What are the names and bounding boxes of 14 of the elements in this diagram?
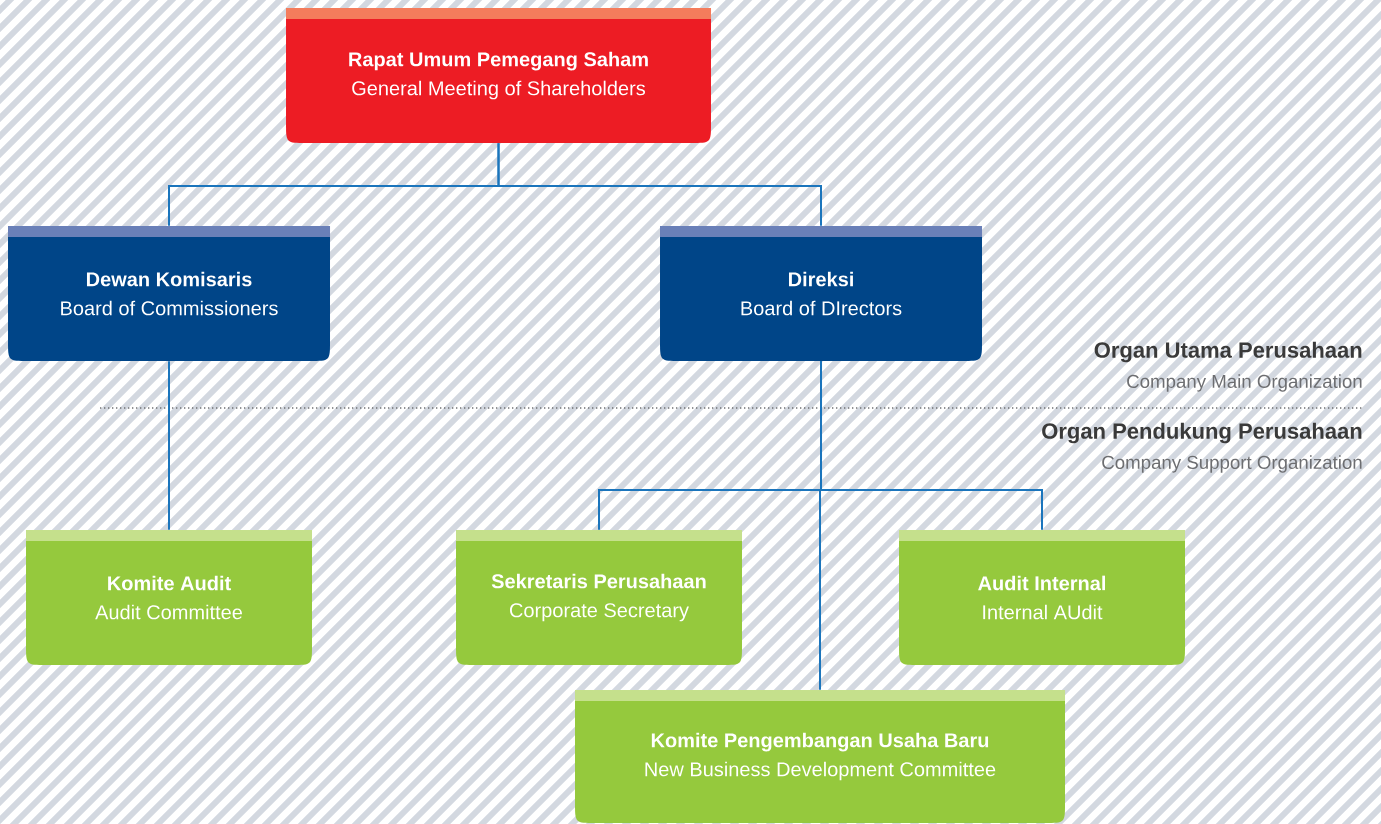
connector-line — [819, 360, 822, 691]
connector-line — [497, 142, 822, 227]
section-heading: Organ Pendukung Perusahaan — [1042, 422, 1362, 444]
org-box: Direksi Board of DIrectors — [660, 226, 982, 361]
section-subtitle: Company Main Organization — [1127, 374, 1362, 392]
org-box: Komite Pengembangan Usaha Baru New Business Development Committee — [575, 690, 1065, 823]
org-box: Rapat Umum Pemegang Saham General Meeting of Shareholders — [286, 8, 711, 143]
section-subtitle: Company Support Organization — [1102, 455, 1362, 473]
org-box: Sekretaris Perusahaan Corporate Secretary — [456, 530, 742, 665]
connector-line — [168, 360, 170, 531]
org-box: Dewan Komisaris Board of Commissioners — [8, 226, 330, 361]
section-heading: Organ Utama Perusahaan — [1094, 341, 1362, 363]
org-box: Komite Audit Audit Committee — [26, 530, 312, 665]
org-box: Audit Internal Internal AUdit — [899, 530, 1185, 665]
